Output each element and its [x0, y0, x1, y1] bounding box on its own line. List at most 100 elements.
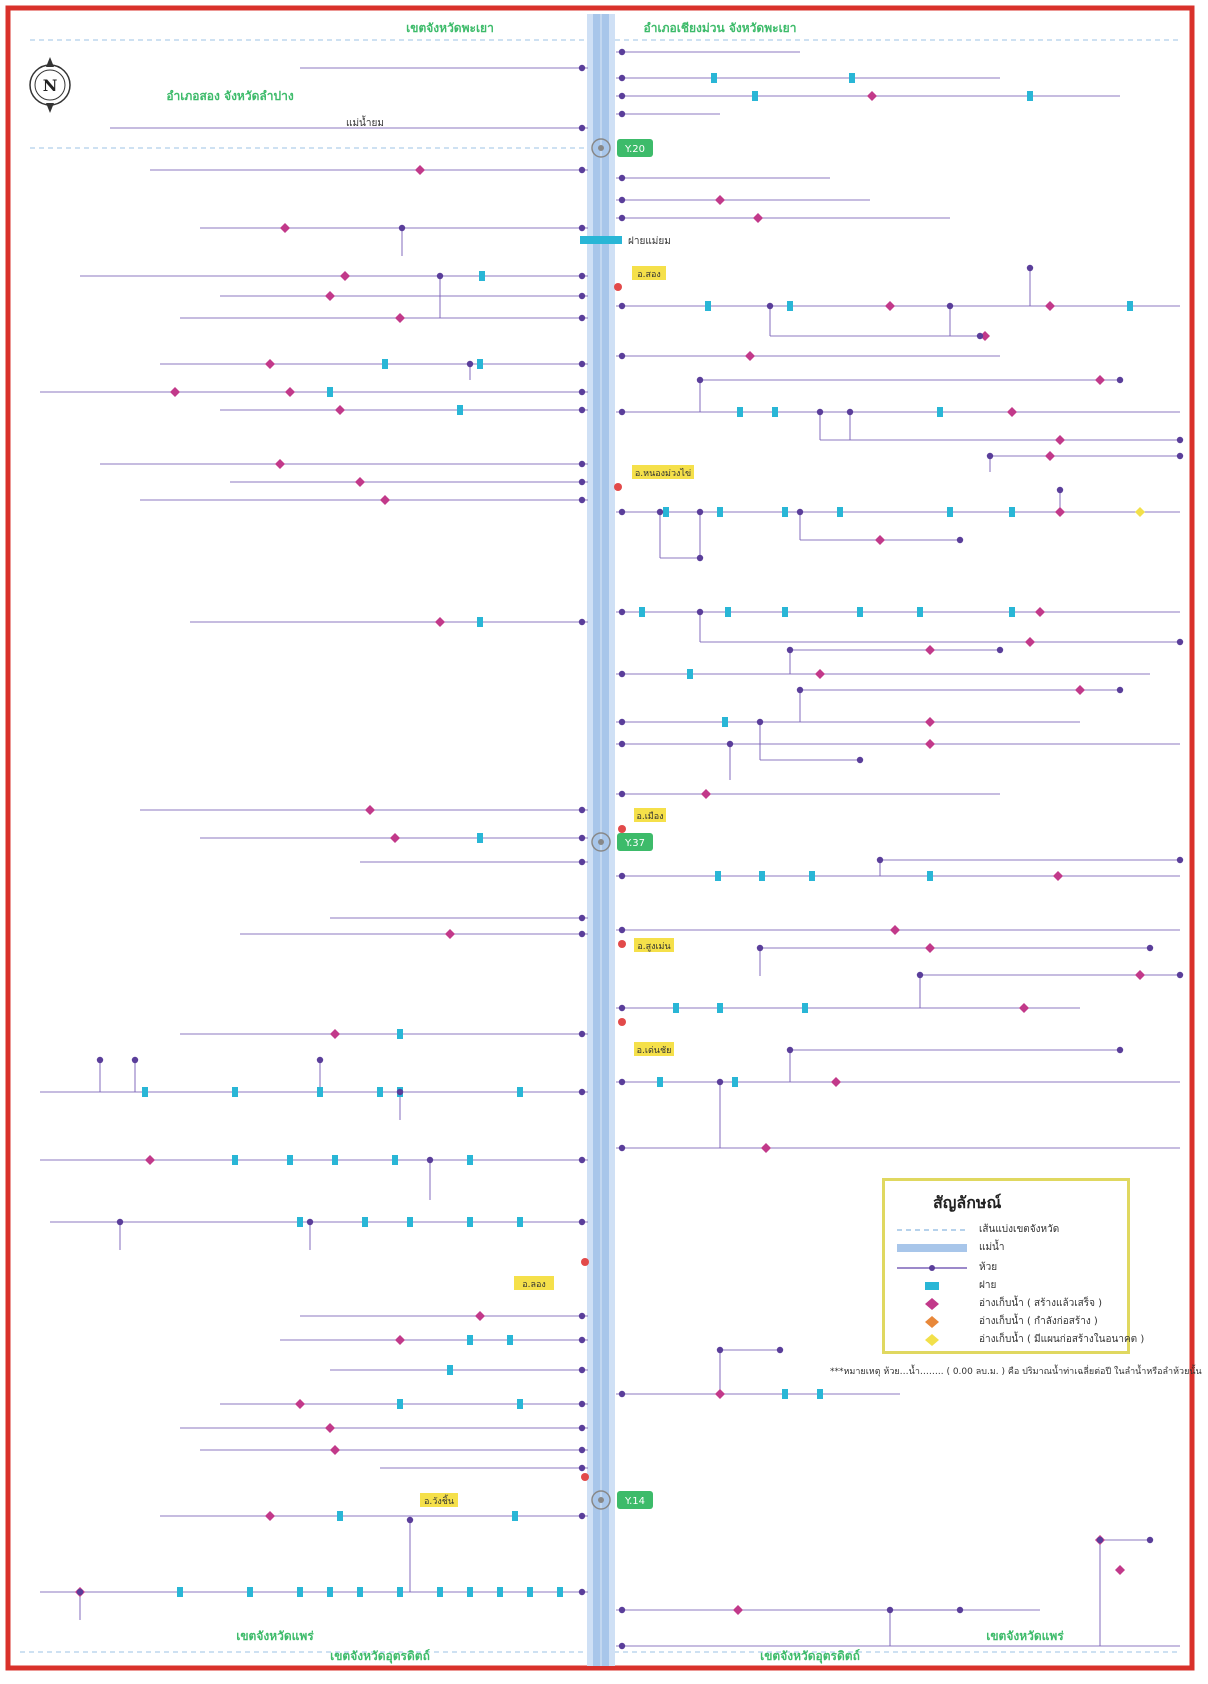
reservoir-marker	[733, 1605, 743, 1615]
creek-junction	[618, 174, 626, 182]
creek-junction	[876, 856, 884, 864]
creek-junction	[578, 930, 586, 938]
reservoir-marker	[285, 387, 295, 397]
weir-marker	[752, 91, 758, 101]
station-label-y14: Y.14	[624, 1496, 645, 1507]
creek-junction	[398, 224, 406, 232]
region-label-bottom-right: เขตจังหวัดแพร่	[986, 1629, 1064, 1643]
reservoir-marker	[1055, 507, 1065, 517]
weir-marker	[287, 1155, 293, 1165]
creek-junction	[1026, 264, 1034, 272]
creek-junction	[696, 608, 704, 616]
creek-junction	[578, 618, 586, 626]
weir-marker	[517, 1217, 523, 1227]
weir-marker	[457, 405, 463, 415]
creek-junction	[578, 360, 586, 368]
weir-marker	[297, 1587, 303, 1597]
weir-marker	[327, 387, 333, 397]
reservoir-marker	[701, 789, 711, 799]
reservoir-marker	[925, 943, 935, 953]
reservoir-marker	[925, 645, 935, 655]
legend-item-river: แม่น้ำ	[897, 1239, 1127, 1257]
weir-marker	[407, 1217, 413, 1227]
weir-marker	[782, 607, 788, 617]
creek-junction	[618, 740, 626, 748]
creek-junction	[578, 272, 586, 280]
weir-marker	[917, 607, 923, 617]
creek-junction	[1116, 1046, 1124, 1054]
creek-junction	[578, 1156, 586, 1164]
creek-junction	[618, 790, 626, 798]
creek-junction	[618, 1004, 626, 1012]
reservoir-marker	[875, 535, 885, 545]
legend-item-reservoir-built: อ่างเก็บน้ำ ( สร้างแล้วเสร็จ )	[897, 1295, 1127, 1313]
weir-marker	[802, 1003, 808, 1013]
reservoir-marker	[1053, 871, 1063, 881]
weir-marker	[332, 1155, 338, 1165]
creek-junction	[618, 92, 626, 100]
creek-junction	[426, 1156, 434, 1164]
station-label-y37: Y.37	[624, 838, 645, 849]
station-label-y20: Y.20	[624, 144, 645, 155]
weir-marker	[673, 1003, 679, 1013]
reservoir-marker	[815, 669, 825, 679]
svg-text:อ.ลอง: อ.ลอง	[522, 1280, 546, 1290]
creek-junction	[618, 1642, 626, 1650]
reservoir-marker	[867, 91, 877, 101]
reservoir-marker	[415, 165, 425, 175]
creek-junction	[578, 858, 586, 866]
creek-junction	[1056, 486, 1064, 494]
creek-junction	[618, 670, 626, 678]
reservoir-marker	[715, 195, 725, 205]
creek-junction	[618, 196, 626, 204]
region-label-left: อำเภอสอง จังหวัดลำปาง	[166, 89, 294, 103]
reservoir-marker	[340, 271, 350, 281]
creek-junction	[578, 1424, 586, 1432]
creek-junction	[618, 302, 626, 310]
creek-junction	[618, 872, 626, 880]
region-label-bottom-center-right: เขตจังหวัดอุตรดิตถ์	[760, 1649, 860, 1664]
creek-junction	[618, 1390, 626, 1398]
creek-junction	[796, 508, 804, 516]
creek-junction	[618, 926, 626, 934]
reservoir-marker	[445, 929, 455, 939]
svg-text:อ.หนองม่วงไข่: อ.หนองม่วงไข่	[635, 468, 691, 479]
reservoir-marker	[925, 717, 935, 727]
weir-marker	[467, 1587, 473, 1597]
weir-marker	[809, 871, 815, 881]
creek-junction	[1096, 1536, 1104, 1544]
creek-junction	[1146, 1536, 1154, 1544]
footnote: ***หมายเหตุ ห้วย…น้ำ…….. ( 0.00 ลบ.ม. ) …	[830, 1364, 1202, 1377]
reservoir-marker	[145, 1155, 155, 1165]
reservoir-marker	[280, 223, 290, 233]
weir-marker	[357, 1587, 363, 1597]
weir-marker	[857, 607, 863, 617]
weir-marker	[382, 359, 388, 369]
reservoir-marker	[1019, 1003, 1029, 1013]
river-band-icon	[897, 1244, 967, 1252]
weir-marker	[663, 507, 669, 517]
creek-junction	[618, 74, 626, 82]
region-label-top-right: อำเภอเชียงม่วน จังหวัดพะเยา	[644, 21, 797, 35]
reservoir-marker	[1075, 685, 1085, 695]
reservoir-marker	[170, 387, 180, 397]
reservoir-marker	[885, 301, 895, 311]
creek-junction	[946, 302, 954, 310]
weir-marker	[782, 507, 788, 517]
weir-marker	[177, 1587, 183, 1597]
creek-junction	[816, 408, 824, 416]
reservoir-marker	[1095, 375, 1105, 385]
weir-marker	[467, 1335, 473, 1345]
creek-junction	[578, 314, 586, 322]
reservoir-marker	[325, 291, 335, 301]
weir-marker	[787, 301, 793, 311]
reservoir-marker	[335, 405, 345, 415]
creek-junction	[578, 124, 586, 132]
weir-marker	[657, 1077, 663, 1087]
creek-junction	[1176, 638, 1184, 646]
creek-junction	[618, 1078, 626, 1086]
reservoir-marker	[980, 331, 990, 341]
reservoir-marker	[1035, 607, 1045, 617]
weir-marker	[337, 1511, 343, 1521]
